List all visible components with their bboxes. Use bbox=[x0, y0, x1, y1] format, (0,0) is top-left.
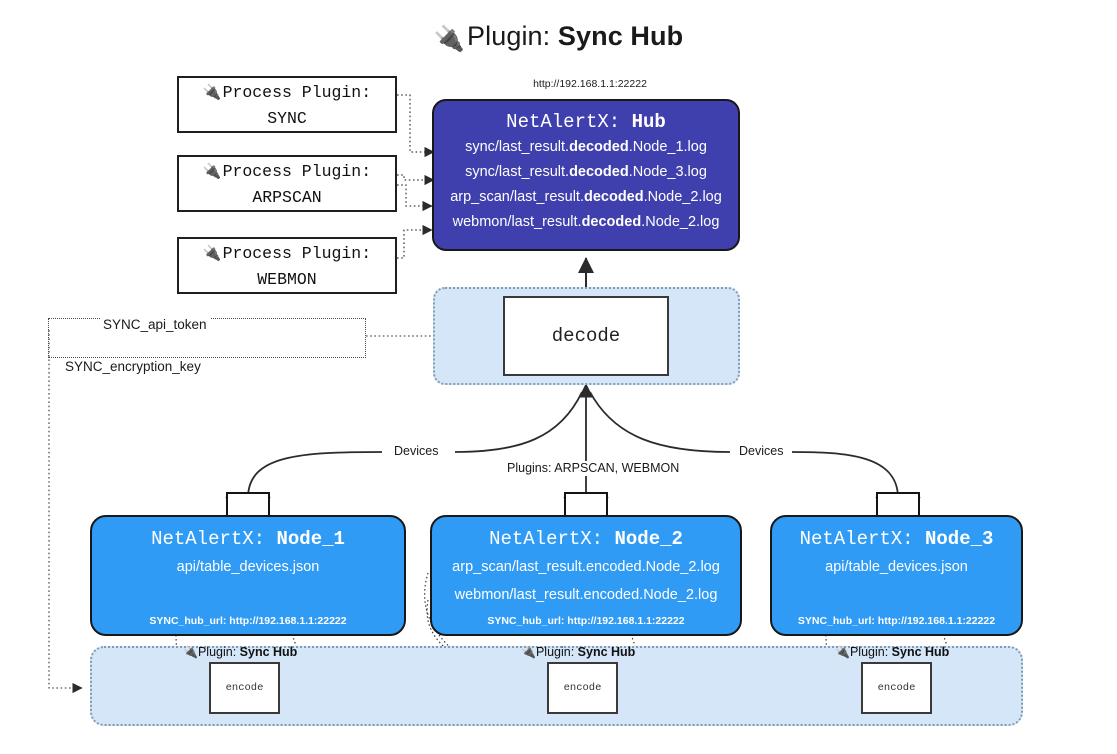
node-card-node-3[interactable]: NetAlertX: Node_3 api/table_devices.json… bbox=[770, 515, 1023, 636]
edge-label-devices-right: Devices bbox=[736, 444, 787, 459]
node-line: webmon/last_result.encoded.Node_2.log bbox=[454, 587, 718, 603]
page-title-label: Plugin: bbox=[467, 21, 551, 51]
encode-box-2[interactable]: encode bbox=[547, 662, 618, 714]
encode-caption-3: 🔌Plugin: Sync Hub bbox=[835, 645, 950, 659]
hub-log-line: webmon/last_result.decoded.Node_2.log bbox=[452, 214, 720, 230]
hub-title-name: Hub bbox=[631, 111, 666, 133]
plug-icon: 🔌 bbox=[202, 245, 222, 262]
node-title: NetAlertX: Node_1 bbox=[151, 528, 345, 550]
hub-log-line: sync/last_result.decoded.Node_3.log bbox=[465, 164, 707, 180]
secret-encryption-key: SYNC_encryption_key bbox=[62, 359, 204, 375]
node-line: api/table_devices.json bbox=[176, 559, 320, 575]
node-title: NetAlertX: Node_3 bbox=[799, 528, 994, 550]
encode-box-3[interactable]: encode bbox=[861, 662, 932, 714]
process-plugin-label: Process Plugin: bbox=[222, 162, 372, 181]
encode-box-1[interactable]: encode bbox=[209, 662, 280, 714]
encode-caption-2: 🔌Plugin: Sync Hub bbox=[521, 645, 636, 659]
node-footer: SYNC_hub_url: http://192.168.1.1:22222 bbox=[149, 615, 347, 627]
plug-icon: 🔌 bbox=[183, 645, 198, 659]
process-plugin-arpscan[interactable]: 🔌Process Plugin: ARPSCAN bbox=[177, 155, 397, 212]
plug-icon: 🔌 bbox=[835, 645, 850, 659]
process-plugin-name: WEBMON bbox=[257, 270, 317, 289]
process-plugin-label: Process Plugin: bbox=[222, 83, 372, 102]
edge-label-plugins-middle: Plugins: ARPSCAN, WEBMON bbox=[504, 461, 683, 476]
node-footer: SYNC_hub_url: http://192.168.1.1:22222 bbox=[487, 615, 685, 627]
node-line: arp_scan/last_result.encoded.Node_2.log bbox=[452, 559, 720, 575]
decode-box[interactable]: decode bbox=[503, 296, 669, 376]
hub-log-line: arp_scan/last_result.decoded.Node_2.log bbox=[450, 189, 722, 205]
node-line: api/table_devices.json bbox=[825, 559, 968, 575]
node-title: NetAlertX: Node_2 bbox=[489, 528, 683, 550]
hub-title-prefix: NetAlertX: bbox=[506, 111, 621, 133]
hub-title: NetAlertX: Hub bbox=[438, 109, 734, 135]
encode-caption-1: 🔌Plugin: Sync Hub bbox=[183, 645, 298, 659]
process-plugin-label: Process Plugin: bbox=[222, 244, 372, 263]
hub-url: http://192.168.1.1:22222 bbox=[533, 78, 647, 90]
plug-icon: 🔌 bbox=[202, 84, 222, 101]
hub-log-line: sync/last_result.decoded.Node_1.log bbox=[465, 139, 707, 155]
node-footer: SYNC_hub_url: http://192.168.1.1:22222 bbox=[797, 615, 996, 627]
plug-icon: 🔌 bbox=[433, 25, 466, 53]
plug-icon: 🔌 bbox=[521, 645, 536, 659]
page-title-value: Sync Hub bbox=[557, 21, 684, 51]
process-plugin-name: SYNC bbox=[267, 109, 307, 128]
secret-api-token: SYNC_api_token bbox=[100, 317, 210, 333]
process-plugin-name: ARPSCAN bbox=[252, 188, 322, 207]
plug-icon: 🔌 bbox=[202, 163, 222, 180]
node-card-node-2[interactable]: NetAlertX: Node_2 arp_scan/last_result.e… bbox=[430, 515, 742, 636]
process-plugin-webmon[interactable]: 🔌Process Plugin: WEBMON bbox=[177, 237, 397, 294]
page-title: 🔌Plugin: Sync Hub bbox=[0, 16, 1117, 57]
process-plugin-sync[interactable]: 🔌Process Plugin: SYNC bbox=[177, 76, 397, 133]
edge-label-devices-left: Devices bbox=[391, 444, 442, 459]
node-card-node-1[interactable]: NetAlertX: Node_1 api/table_devices.json… bbox=[90, 515, 406, 636]
hub-node[interactable]: NetAlertX: Hub sync/last_result.decoded.… bbox=[432, 99, 740, 251]
